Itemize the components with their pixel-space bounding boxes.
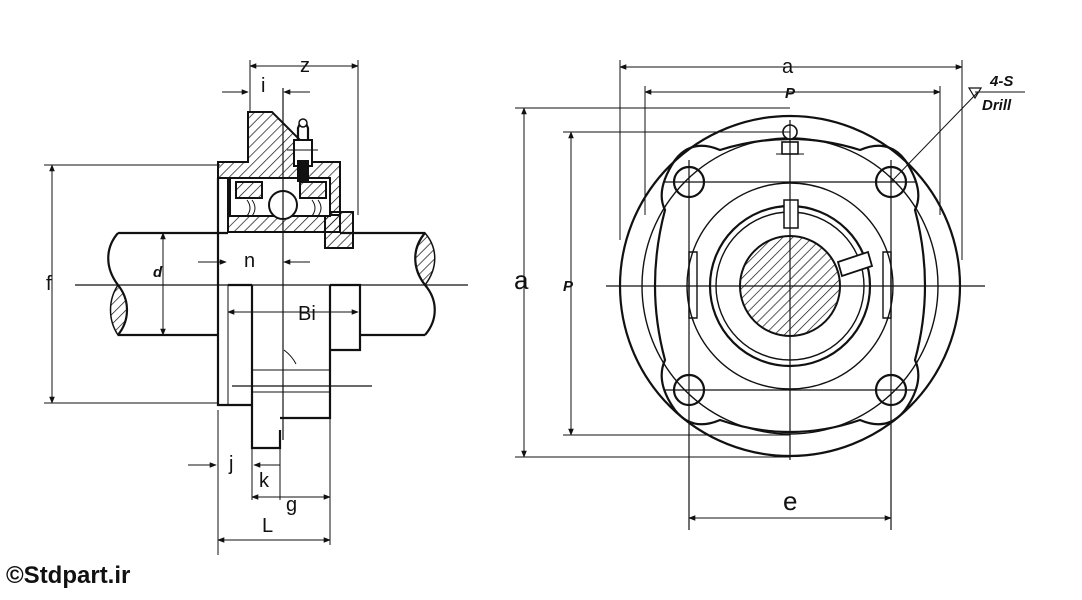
dim-j [188, 410, 280, 555]
flange-outline [653, 137, 927, 434]
dim-a-top [619, 60, 963, 260]
dim-k [251, 448, 281, 500]
dim-z [249, 60, 359, 215]
dim-p-left-label: P [563, 278, 574, 295]
bearing-section [229, 177, 331, 220]
dim-bi-label: Bi [298, 303, 316, 325]
front-view: a P a P e [514, 56, 1025, 530]
dim-f [44, 164, 220, 404]
dim-p-top-label: P [785, 85, 796, 102]
dim-d-label: d [153, 264, 163, 281]
dim-p-left [563, 131, 790, 436]
dim-e-label: e [783, 486, 797, 516]
dim-a-left [515, 107, 790, 458]
dim-z-label: z [300, 55, 310, 77]
dim-g-label: g [286, 494, 297, 516]
drill-leader [890, 87, 1025, 183]
dim-g [251, 418, 331, 545]
dim-a-left-label: a [514, 265, 529, 295]
dim-a-top-label: a [782, 56, 794, 78]
dim-k-label: k [259, 470, 270, 492]
grease-nipple [287, 118, 318, 182]
dim-i-label: i [261, 75, 265, 97]
dim-f-label: f [46, 273, 52, 295]
dim-l-label: L [262, 515, 273, 537]
drill-count-label: 4-S [989, 73, 1013, 90]
dim-j-label: j [228, 453, 233, 475]
dim-n-label: n [244, 250, 255, 272]
watermark: ©Stdpart.ir [6, 562, 131, 589]
shaft [107, 231, 436, 337]
drill-label: Drill [982, 97, 1012, 114]
side-section-view: z i f d n Bi [44, 55, 468, 555]
